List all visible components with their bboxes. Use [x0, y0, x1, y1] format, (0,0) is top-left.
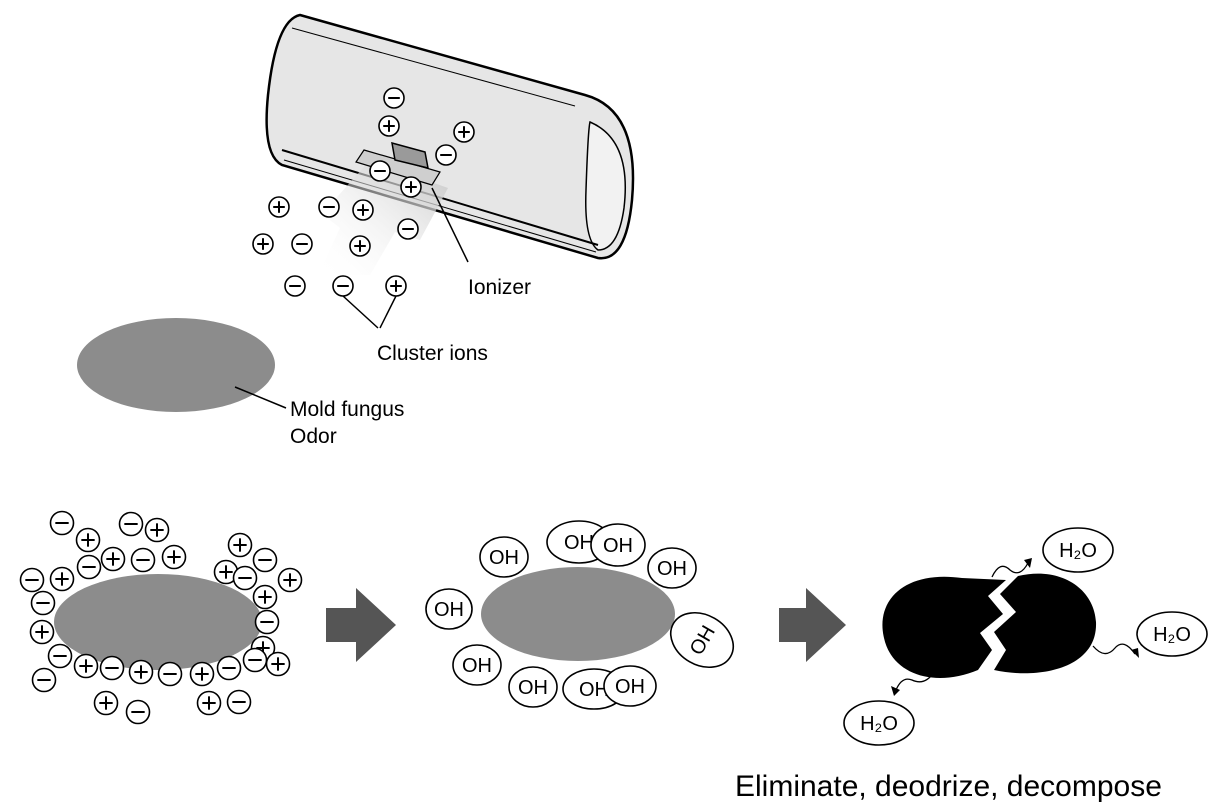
stage2-mold-blob	[481, 567, 675, 661]
unit-ion-group	[252, 87, 475, 297]
positive-ion-icon	[349, 235, 371, 257]
negative-ion-icon	[30, 590, 56, 616]
positive-ion-icon	[213, 559, 239, 585]
negative-ion-icon	[31, 667, 57, 693]
svg-text:OH: OH	[462, 655, 492, 677]
svg-text:OH: OH	[657, 558, 687, 580]
negative-ion-icon	[242, 647, 268, 673]
svg-text:OH: OH	[518, 677, 548, 699]
negative-ion-icon	[397, 218, 419, 240]
oh-radical: OH	[452, 644, 502, 686]
svg-text:OH: OH	[579, 679, 609, 701]
stage1-mold-blob	[54, 574, 262, 670]
positive-ion-icon	[268, 196, 290, 218]
positive-ion-icon	[453, 121, 475, 143]
positive-ion-icon	[93, 690, 119, 716]
positive-ion-icon	[189, 661, 215, 687]
ionizer-label: Ionizer	[468, 276, 531, 299]
air-conditioner-unit	[265, 13, 635, 260]
negative-ion-icon	[19, 567, 45, 593]
negative-ion-icon	[99, 655, 125, 681]
water-molecule: H₂O	[1042, 527, 1114, 573]
positive-ion-icon	[352, 199, 374, 221]
positive-ion-icon	[29, 619, 55, 645]
svg-text:OH: OH	[489, 547, 519, 569]
oh-radical: OH	[647, 547, 697, 589]
oh-radical: OH	[603, 665, 657, 707]
process-arrow-1	[326, 588, 396, 662]
oh-radical: OH	[670, 611, 734, 669]
stage3-h2o-group: H₂O H₂O H₂O	[843, 527, 1208, 746]
odor-label: Odor	[290, 425, 337, 448]
positive-ion-icon	[227, 532, 253, 558]
stage1-ion-group	[19, 510, 303, 725]
negative-ion-icon	[47, 643, 73, 669]
negative-ion-icon	[216, 655, 242, 681]
oh-radical: OH	[590, 523, 646, 567]
positive-ion-icon	[385, 275, 407, 297]
negative-ion-icon	[125, 699, 151, 725]
positive-ion-icon	[196, 690, 222, 716]
negative-ion-icon	[252, 547, 278, 573]
svg-text:OH: OH	[603, 535, 633, 557]
emission-arrowheads	[891, 558, 1139, 696]
positive-ion-icon	[144, 517, 170, 543]
mold-pointer-line	[234, 386, 287, 409]
svg-text:H₂O: H₂O	[860, 713, 898, 735]
svg-text:H₂O: H₂O	[1059, 540, 1097, 562]
positive-ion-icon	[265, 651, 291, 677]
mold-fungus-blob	[77, 318, 275, 412]
svg-text:OH: OH	[615, 676, 645, 698]
ionizer-device	[355, 141, 469, 263]
positive-ion-icon	[100, 546, 126, 572]
svg-text:OH: OH	[434, 599, 464, 621]
negative-ion-icon	[49, 510, 75, 536]
negative-ion-icon	[232, 565, 258, 591]
svg-text:H₂O: H₂O	[1153, 624, 1191, 646]
negative-ion-icon	[435, 144, 457, 166]
negative-ion-icon	[291, 233, 313, 255]
mold-fungus-label: Mold fungus	[290, 398, 404, 421]
negative-ion-icon	[332, 275, 354, 297]
result-caption: Eliminate, deodrize, decompose	[735, 770, 1162, 803]
negative-ion-icon	[130, 547, 156, 573]
positive-ion-icon	[277, 567, 303, 593]
negative-ion-icon	[76, 554, 102, 580]
negative-ion-icon	[318, 196, 340, 218]
water-molecule: H₂O	[1136, 611, 1208, 657]
svg-text:OH: OH	[564, 532, 594, 554]
decomposed-mold	[882, 573, 1097, 679]
negative-ion-icon	[284, 275, 306, 297]
positive-ion-icon	[252, 233, 274, 255]
oh-radical: OH	[508, 666, 558, 708]
positive-ion-icon	[49, 566, 75, 592]
negative-ion-icon	[369, 160, 391, 182]
water-molecule: H₂O	[843, 700, 915, 746]
positive-ion-icon	[400, 176, 422, 198]
emission-arrows	[895, 562, 1136, 691]
negative-ion-icon	[118, 511, 144, 537]
stage2-oh-group: OH OH OH OH OH OH OH OH OH OH	[425, 520, 734, 710]
oh-radical: OH	[425, 588, 473, 630]
cluster-ions-label: Cluster ions	[377, 342, 488, 365]
positive-ion-icon	[252, 584, 278, 610]
negative-ion-icon	[383, 87, 405, 109]
cluster-ions-pointer	[342, 295, 397, 329]
positive-ion-icon	[128, 659, 154, 685]
positive-ion-icon	[75, 527, 101, 553]
positive-ion-icon	[378, 115, 400, 137]
oh-radical: OH	[479, 536, 529, 578]
process-arrow-2	[779, 588, 846, 662]
positive-ion-icon	[161, 544, 187, 570]
positive-ion-icon	[73, 653, 99, 679]
negative-ion-icon	[254, 609, 280, 635]
negative-ion-icon	[157, 661, 183, 687]
negative-ion-icon	[226, 689, 252, 715]
